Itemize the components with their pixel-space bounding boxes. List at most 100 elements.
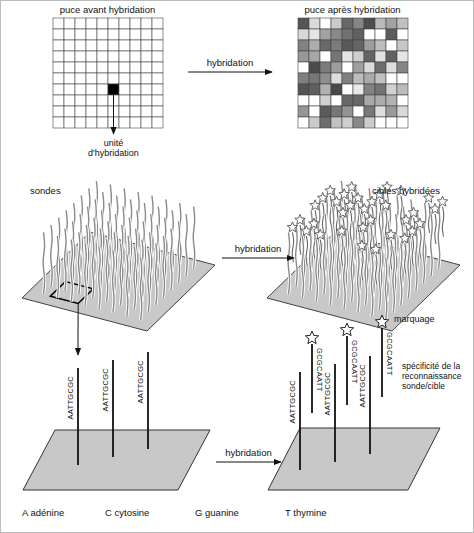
grid-cell [152, 40, 163, 51]
grid-cell [364, 117, 375, 128]
grid-cell [130, 29, 141, 40]
probe-strand [337, 236, 338, 298]
grid-cell [331, 62, 342, 73]
probe [71, 240, 72, 302]
grid-cell [53, 106, 64, 117]
grid-cell [64, 51, 75, 62]
probe-strand [120, 243, 121, 305]
grid-cell [53, 84, 64, 95]
probe [155, 243, 156, 305]
grid-cell [298, 73, 309, 84]
target-strand [435, 214, 436, 244]
unit-label: unité d'hybridation [82, 138, 146, 159]
target-strand [311, 344, 313, 413]
grid-cell [386, 51, 397, 62]
grid-cell [364, 95, 375, 106]
probe-strand [369, 356, 371, 454]
target-strand [381, 328, 383, 397]
chip-panel: puce avant hybridation [45, 2, 170, 132]
probe-strand [379, 247, 380, 309]
probe-strand [155, 243, 156, 305]
array-plate [23, 430, 210, 490]
grid-cell [97, 84, 108, 95]
probe-strand [365, 243, 366, 305]
grid-cell [130, 95, 141, 106]
grid-cell [309, 29, 320, 40]
grid-cell [309, 84, 320, 95]
grid-cell [320, 29, 331, 40]
grid-cell [342, 18, 353, 29]
probe-strand [310, 229, 311, 291]
target-strand [306, 236, 307, 266]
probe [385, 258, 386, 320]
grid-cell [53, 95, 64, 106]
target-strand [306, 236, 307, 266]
probe-strand [134, 247, 135, 309]
grid-cell [298, 95, 309, 106]
target-strand [322, 203, 323, 233]
grid-cell [397, 29, 408, 40]
grid-cell [353, 40, 364, 51]
grid-cell [364, 51, 375, 62]
probe-strand [302, 236, 303, 298]
label-star [295, 215, 305, 225]
grid-cell [86, 51, 97, 62]
hybrid-detail: AATTGCGCGCGCAATTAATTGCGCGCGCAATTAATTGCGC… [285, 310, 468, 500]
probe-strand [423, 221, 424, 283]
label-star [358, 222, 368, 232]
label-star [346, 182, 356, 192]
grid-cell [75, 84, 86, 95]
probe-strand [330, 243, 331, 305]
grid-cell [331, 84, 342, 95]
probe-strand [408, 236, 409, 298]
grid-cell [152, 51, 163, 62]
grid-cell [386, 84, 397, 95]
dna-sequence: AATTGCGC [102, 368, 111, 412]
grid-cell [152, 62, 163, 73]
grid-cell [141, 95, 152, 106]
probe-strand [163, 236, 164, 298]
grid-cell [397, 117, 408, 128]
grid-cell [97, 95, 108, 106]
grid-cell [141, 84, 152, 95]
target-strand [386, 210, 387, 240]
probe-strand [316, 240, 317, 302]
label-star [430, 204, 440, 214]
probe-strand [99, 247, 100, 309]
grid-cell [353, 29, 364, 40]
probe-strand [337, 236, 338, 298]
leader-arrow [113, 95, 114, 134]
grid-cell [320, 117, 331, 128]
probe-strand [78, 232, 79, 294]
grid-cell [119, 73, 130, 84]
grid-cell [309, 95, 320, 106]
label-star [408, 207, 418, 217]
grid-cell [386, 95, 397, 106]
probe-strand [106, 240, 107, 302]
grid-cell [298, 84, 309, 95]
grid-cell [331, 117, 342, 128]
probe [323, 232, 324, 294]
probe-strand [408, 236, 409, 298]
grid-cell [342, 95, 353, 106]
grid-cell [375, 29, 386, 40]
probe-strand [288, 232, 289, 294]
probe-strand [438, 207, 439, 269]
grid-cell [86, 62, 97, 73]
grid-cell [298, 29, 309, 40]
marker-label: marquage [394, 314, 435, 324]
grid-cell [397, 95, 408, 106]
grid-cell [53, 18, 64, 29]
label-star [339, 189, 349, 199]
probe-strand [57, 236, 58, 298]
grid-cell [86, 95, 97, 106]
target-strand [412, 236, 413, 266]
grid-cell [364, 40, 375, 51]
probe [357, 240, 367, 312]
grid-cell [375, 62, 386, 73]
label-star [310, 200, 320, 210]
probe [113, 251, 114, 313]
probe-strand [186, 214, 187, 276]
probe-strand [65, 229, 66, 291]
